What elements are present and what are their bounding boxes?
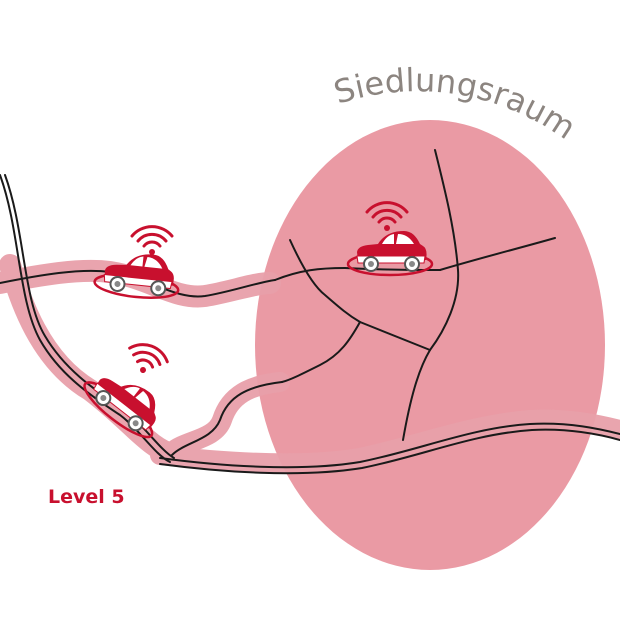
wifi-signal-icon: [121, 337, 172, 382]
level-label: Level 5: [48, 486, 125, 508]
wifi-signal-icon: [130, 225, 174, 257]
settlement-zone: [255, 120, 605, 570]
road-network: [0, 149, 620, 475]
